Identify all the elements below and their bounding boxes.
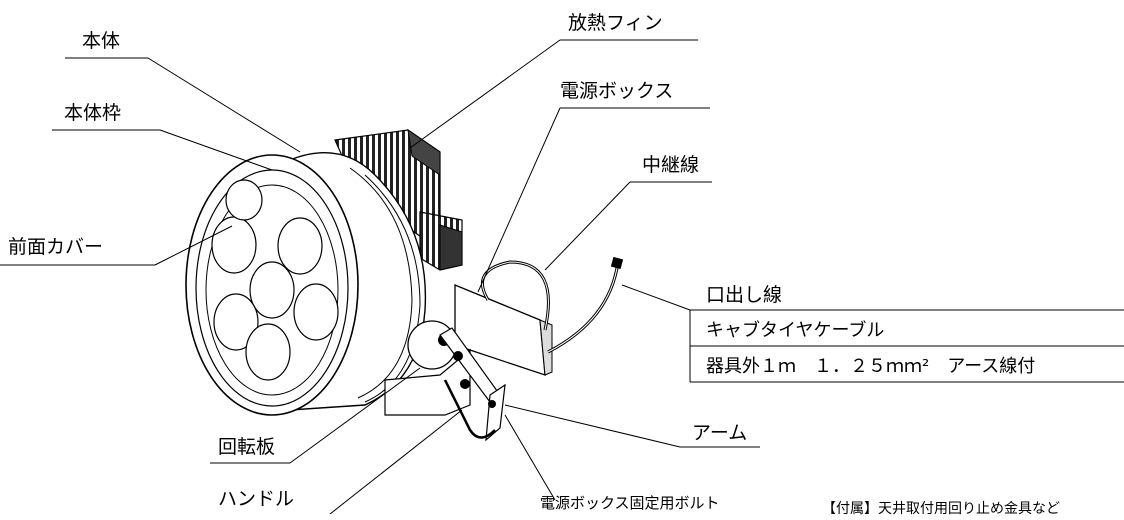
led-lens-cluster [211,179,339,381]
led-lens [293,283,339,341]
led-lens [277,217,323,275]
label-arm: アーム [692,422,748,444]
label-lead-wire: 口出し線 [706,284,783,306]
footnote-accessories: 【付属】天井取付用回り止め金具など [822,501,1060,517]
label-front-cover: 前面カバー [8,236,104,258]
label-power-box: 電源ボックス [560,80,674,102]
led-lens [245,323,291,381]
label-body-frame: 本体枠 [64,102,122,124]
leader-lines [0,39,1124,514]
led-lens [249,261,295,319]
label-body: 本体 [82,30,121,52]
label-heat-fin: 放熱フィン [568,12,663,34]
label-cable-spec: 器具外１ｍ １．２５ｍｍ² アース線付 [706,356,1036,377]
label-handle: ハンドル [218,488,295,510]
body-housing-drawing [185,152,427,416]
lead-cable [547,261,620,354]
label-relay-wire: 中継線 [642,154,700,176]
arm-assembly-drawing [407,320,506,442]
label-cable-type: キャブタイヤケーブル [706,320,885,341]
led-lens [225,179,263,221]
label-rotary-plate: 回転板 [218,436,276,458]
power-box-drawing [384,284,553,416]
label-box-bolt: 電源ボックス固定用ボルト [540,494,720,512]
heat-fin-drawing [334,128,463,271]
led-lens [213,293,259,351]
led-lens [211,216,257,274]
